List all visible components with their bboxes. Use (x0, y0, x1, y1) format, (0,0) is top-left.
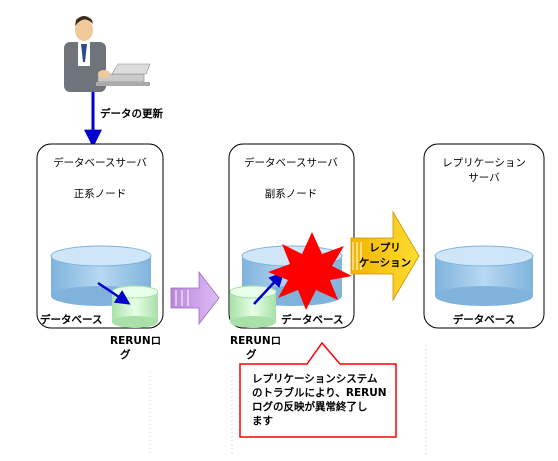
primary-db-label: データベース (40, 313, 102, 326)
person-at-laptop-icon (64, 16, 151, 92)
primary-node-label: 正系ノード (74, 188, 127, 200)
primary-log-label-1: RERUNロ (110, 335, 161, 347)
replication-arrow (350, 210, 420, 302)
callout-line-3: ログの反映が異常終了し (252, 400, 368, 413)
secondary-db-label: データベース (281, 313, 343, 326)
replica-server-title-2: サーバ (468, 172, 500, 184)
replica-db-label: データベース (453, 313, 515, 326)
log-transfer-arrow (170, 270, 220, 326)
primary-database-cylinder (50, 245, 152, 306)
callout-line-1: レプリケーションシステム (252, 372, 378, 385)
error-callout-box (239, 341, 397, 438)
replication-label-1: レプリ (369, 241, 401, 254)
primary-server-title: データベースサーバ (53, 156, 147, 169)
primary-rerun-log-cylinder (111, 285, 159, 328)
callout-line-2: のトラブルにより、RERUN (252, 386, 387, 399)
replica-server-title-1: レプリケーション (442, 157, 526, 169)
secondary-node-label: 副系ノード (265, 188, 318, 200)
replica-database-cylinder (434, 245, 534, 306)
secondary-rerun-log-cylinder (229, 285, 277, 328)
callout-line-4: ます (252, 415, 273, 427)
secondary-log-label-2: グ (246, 348, 257, 361)
primary-write-arrow (97, 281, 131, 305)
primary-log-label-2: グ (120, 348, 131, 361)
secondary-server-title: データベースサーバ (244, 156, 338, 169)
update-label: データの更新 (100, 107, 163, 120)
secondary-apply-arrow (253, 271, 285, 305)
explosion-icon (268, 232, 352, 310)
replication-label-2: ケーション (359, 257, 411, 269)
secondary-log-label-1: RERUNロ (230, 335, 281, 347)
